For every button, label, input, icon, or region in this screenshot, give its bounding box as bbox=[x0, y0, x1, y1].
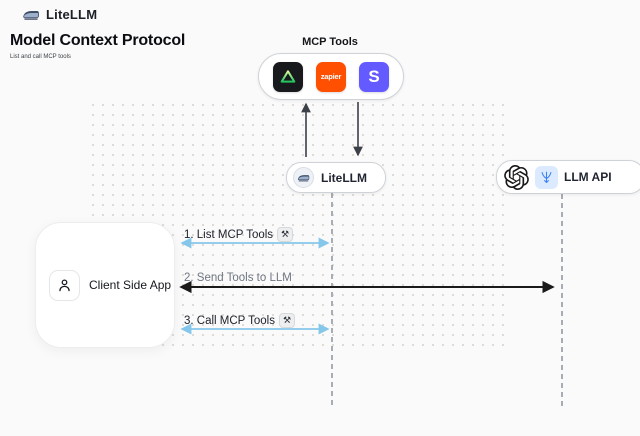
client-side-app-node[interactable]: Client Side App bbox=[35, 222, 175, 348]
client-side-app-label: Client Side App bbox=[89, 278, 172, 292]
green-triangle-tool-icon[interactable] bbox=[273, 61, 303, 92]
message-2-text: 2. Send Tools to LLM bbox=[184, 272, 292, 284]
zapier-icon[interactable]: zapier bbox=[316, 61, 346, 92]
litellm-train-icon bbox=[23, 10, 39, 20]
user-icon bbox=[49, 269, 80, 301]
page-subtitle: List and call MCP tools bbox=[10, 54, 71, 60]
stripe-icon[interactable]: S bbox=[359, 61, 389, 92]
message-3-label: 3. Call MCP Tools ⚒ bbox=[184, 313, 295, 328]
llm-api-node-label: LLM API bbox=[564, 170, 612, 184]
stripe-letter: S bbox=[368, 67, 380, 86]
message-1-text: 1. List MCP Tools bbox=[184, 228, 274, 241]
hammer-wrench-icon: ⚒ bbox=[277, 227, 294, 242]
hammer-wrench-icon: ⚒ bbox=[278, 313, 295, 328]
llm-api-node[interactable]: LLM API bbox=[496, 160, 640, 194]
brand-name: LiteLLM bbox=[46, 7, 98, 22]
brand-header: LiteLLM bbox=[22, 7, 97, 22]
page-title: Model Context Protocol bbox=[10, 32, 186, 49]
litellm-node-label: LiteLLM bbox=[321, 170, 367, 185]
message-1-label: 1. List MCP Tools ⚒ bbox=[184, 227, 294, 242]
litellm-node[interactable]: LiteLLM bbox=[286, 162, 386, 193]
openai-icon bbox=[504, 164, 529, 190]
zapier-wordmark: zapier bbox=[320, 72, 342, 81]
litellm-logo-icon bbox=[293, 167, 314, 188]
mcp-tools-box[interactable]: zapier S bbox=[258, 53, 404, 100]
mcp-tools-label: MCP Tools bbox=[302, 36, 358, 48]
message-2-label: 2. Send Tools to LLM bbox=[184, 272, 292, 284]
message-3-text: 3. Call MCP Tools bbox=[184, 314, 275, 327]
llm-provider-icon bbox=[535, 165, 558, 189]
